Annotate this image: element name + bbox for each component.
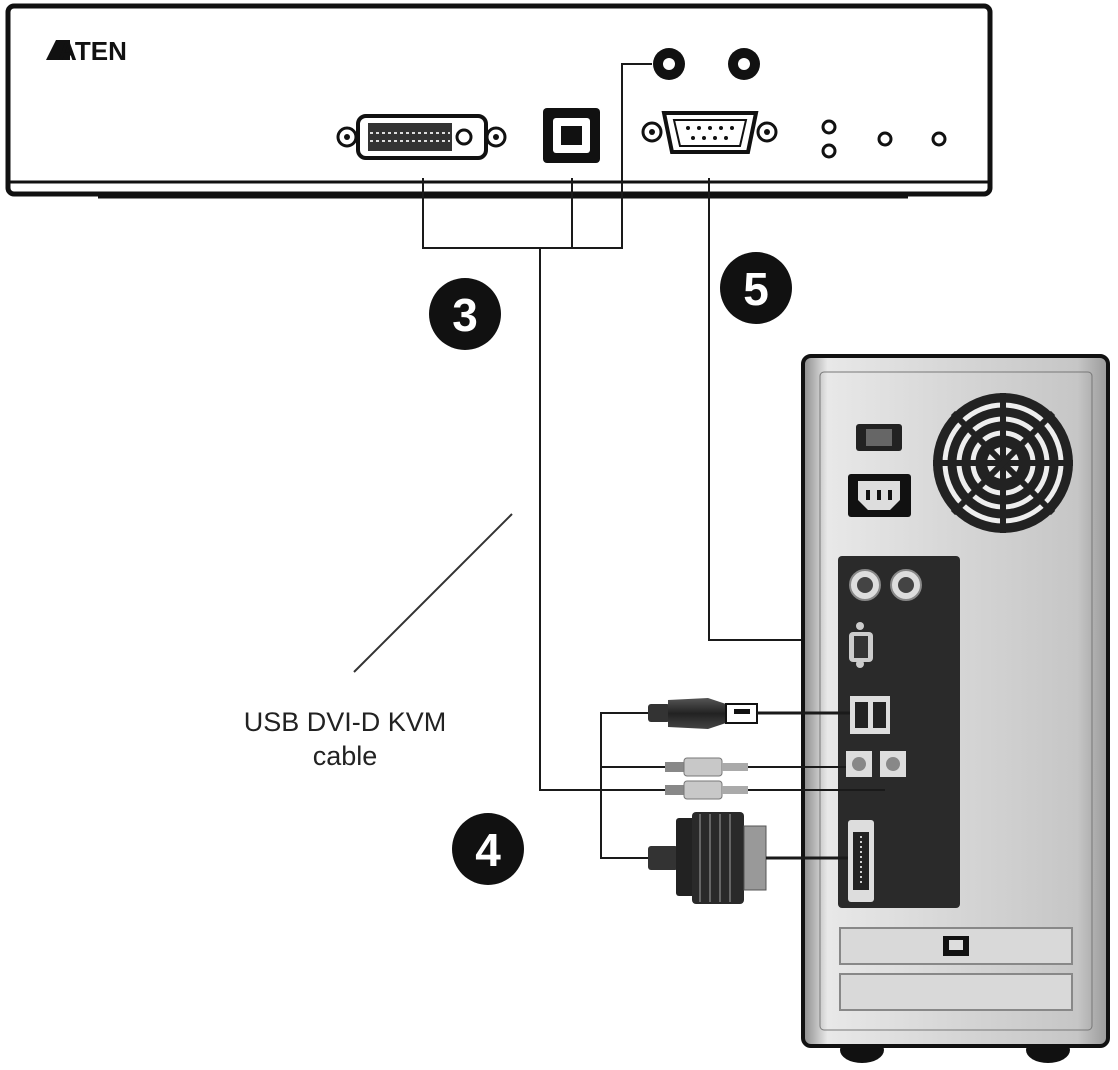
cable-harness (600, 698, 885, 904)
power-socket (848, 474, 911, 517)
pc-dvi-port[interactable] (848, 820, 874, 902)
ps2-ports[interactable] (849, 569, 922, 601)
audio-plug-1 (665, 757, 748, 777)
dvi-plug (648, 812, 767, 904)
status-leds (821, 119, 947, 159)
audio-jacks[interactable] (653, 48, 760, 80)
pc-usb-ports[interactable] (850, 696, 890, 734)
step-4-number: 4 (475, 824, 501, 876)
rs232-cable-line (708, 178, 843, 641)
pc-audio-jacks[interactable] (846, 751, 906, 777)
pc-serial-port[interactable] (849, 622, 873, 668)
computer-tower (801, 354, 1110, 1063)
step-3-badge: 3 (429, 278, 501, 350)
cable-label-line2: cable (312, 741, 378, 771)
expansion-slot-2 (839, 973, 1073, 1011)
step-5-badge: 5 (720, 252, 792, 324)
step-5-number: 5 (743, 263, 769, 315)
usb-b-port[interactable] (543, 108, 600, 163)
aten-logo-text: ATEN (58, 36, 127, 66)
kvm-unit: ATEN (5, 3, 993, 199)
step-4-badge: 4 (452, 813, 524, 885)
fan-grille (933, 393, 1073, 533)
usb-a-plug (648, 698, 758, 729)
rs232-port[interactable] (641, 111, 778, 154)
cable-label-line1: USB DVI-D KVM (243, 707, 447, 737)
aten-logo: ATEN (46, 36, 127, 66)
audio-plug-2 (665, 780, 748, 800)
kvm-unit-body (5, 3, 993, 197)
power-switch[interactable] (856, 424, 902, 451)
step-3-number: 3 (452, 289, 478, 341)
cable-label: USB DVI-D KVM cable (180, 705, 510, 773)
dvi-port[interactable] (336, 114, 507, 160)
label-pointer-line (353, 513, 513, 673)
